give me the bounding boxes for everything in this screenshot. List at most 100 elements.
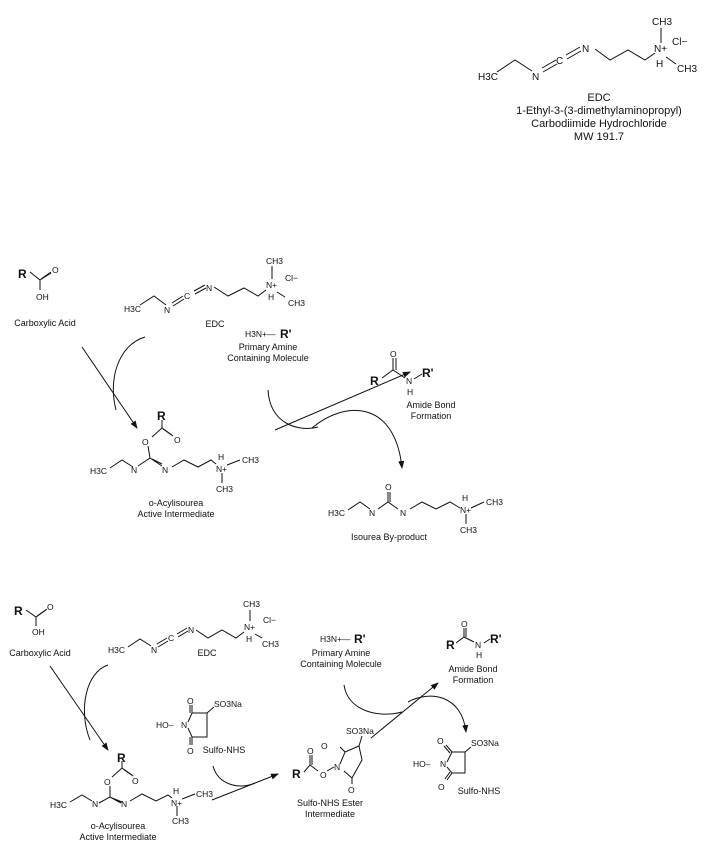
intermediate-label-2b: Active Intermediate — [79, 832, 156, 842]
atom-ch3: CH3 — [288, 298, 305, 308]
edc-structure-2: H3C N C N N+ H CH3 Cl− CH3 — [108, 599, 279, 655]
atom-n: N — [532, 72, 539, 83]
atom-r: R — [18, 267, 27, 281]
atom-cl: Cl− — [285, 273, 298, 283]
o-acylisourea-1: R O O H3C N N H N+ CH3 CH3 — [90, 409, 259, 494]
atom-rprime: R' — [354, 632, 366, 646]
atom-oh: OH — [36, 292, 49, 302]
atom-o: O — [174, 435, 181, 445]
edc-addition-curve — [83, 664, 109, 741]
atom-n: N — [164, 305, 170, 315]
carboxylic-acid-label-2: Carboxylic Acid — [9, 648, 71, 658]
atom-o: O — [187, 746, 194, 756]
atom-oh: OH — [32, 627, 45, 637]
atom-h: H — [268, 292, 274, 302]
amine-label-2a: Primary Amine — [312, 648, 371, 658]
ester-label-2: Intermediate — [305, 809, 355, 819]
atom-n: N — [121, 799, 127, 809]
atom-r: R — [157, 409, 166, 423]
atom-ch3: CH3 — [486, 497, 503, 507]
intermediate-label-2a: o-Acylisourea — [91, 821, 146, 831]
atom-o: O — [321, 741, 328, 751]
reaction-arrow — [370, 682, 439, 739]
atom-r: R — [14, 604, 23, 618]
sulfo-nhs-label: Sulfo-NHS — [203, 745, 246, 755]
amine-label-2b: Containing Molecule — [300, 659, 382, 669]
atom-nplus: N+ — [460, 505, 471, 515]
ester-label-1: Sulfo-NHS Ester — [297, 798, 363, 808]
carboxylic-acid-1: R O OH — [18, 265, 59, 302]
amine-addition-curve — [343, 684, 403, 715]
atom-h3c: H3C — [50, 800, 67, 810]
atom-so3na: SO3Na — [214, 699, 242, 709]
atom-o: O — [142, 437, 149, 447]
intermediate-label-2: Active Intermediate — [137, 509, 214, 519]
atom-o: O — [320, 770, 327, 780]
atom-n: N — [162, 465, 168, 475]
reaction-arrow — [211, 773, 279, 801]
atom-ch3: CH3 — [242, 455, 259, 465]
atom-nplus: N+ — [216, 464, 227, 474]
atom-o: O — [348, 785, 355, 795]
atom-nplus: N+ — [654, 44, 667, 55]
atom-ch3: CH3 — [460, 525, 477, 535]
atom-ho: HO– — [413, 759, 431, 769]
atom-n: N — [188, 625, 194, 635]
atom-nplus: N+ — [266, 280, 277, 290]
atom-n: N — [131, 465, 137, 475]
atom-o: O — [461, 619, 468, 629]
sulfo-nhs-release-curve — [407, 695, 469, 733]
primary-amine-1: H3N+— R' — [245, 327, 292, 341]
edc-addition-curve — [112, 336, 146, 411]
atom-n: N — [582, 44, 589, 55]
edc-mw: MW 191.7 — [574, 131, 624, 143]
atom-nplus: N+ — [244, 622, 255, 632]
atom-rprime: R' — [422, 366, 434, 380]
amide-product-2: R O N H R' — [446, 619, 502, 660]
atom-ch3: CH3 — [652, 17, 672, 28]
atom-o: O — [437, 736, 444, 746]
carboxylic-acid-label: Carboxylic Acid — [14, 318, 76, 328]
atom-ch3: CH3 — [262, 639, 279, 649]
atom-n: N — [92, 799, 98, 809]
atom-o: O — [187, 696, 194, 706]
edc-full-name-2: Carbodiimide Hydrochloride — [531, 118, 667, 130]
byproduct-release-curve — [311, 409, 405, 469]
edc-structure-1: H3C N C N N+ H CH3 Cl− CH3 — [124, 256, 305, 315]
atom-o: O — [104, 777, 111, 787]
atom-n: N — [181, 720, 187, 730]
atom-h3c: H3C — [124, 304, 141, 314]
reaction-arrow — [81, 346, 138, 429]
atom-o: O — [390, 349, 397, 359]
amide-label-1: Amide Bond — [406, 400, 455, 410]
atom-n: N — [334, 762, 340, 772]
atom-h3c: H3C — [478, 72, 498, 83]
atom-n: N — [440, 759, 446, 769]
atom-h: H — [407, 387, 413, 397]
sulfo-nhs-addition-curve — [212, 765, 256, 787]
atom-h: H — [246, 634, 252, 644]
amine-label-2: Containing Molecule — [227, 353, 309, 363]
atom-ch3: CH3 — [243, 599, 260, 609]
atom-h: H — [218, 452, 224, 462]
atom-r: R — [117, 751, 126, 765]
atom-h: H — [656, 59, 663, 70]
atom-n: N — [206, 283, 212, 293]
atom-n: N — [475, 640, 481, 650]
amide-product-1: R O N H R' — [370, 349, 434, 397]
amide-label-2a: Amide Bond — [448, 664, 497, 674]
atom-c: C — [184, 291, 190, 301]
primary-amine-2: H3N+— R' — [320, 632, 366, 646]
edc-full-name-1: 1-Ethyl-3-(3-dimethylaminopropyl) — [516, 105, 682, 117]
atom-h3c: H3C — [328, 508, 345, 518]
atom-h3c: H3C — [90, 466, 107, 476]
atom-r: R — [446, 638, 455, 652]
amide-label-2b: Formation — [453, 675, 494, 685]
atom-r: R — [292, 767, 301, 781]
byproduct-label: Isourea By-product — [351, 532, 428, 542]
sulfo-nhs-ester: R O O N O SO3Na O — [292, 726, 374, 795]
atom-h: H — [462, 493, 468, 503]
reaction-arrow — [49, 665, 109, 751]
carboxylic-acid-2: R O OH — [14, 602, 54, 637]
